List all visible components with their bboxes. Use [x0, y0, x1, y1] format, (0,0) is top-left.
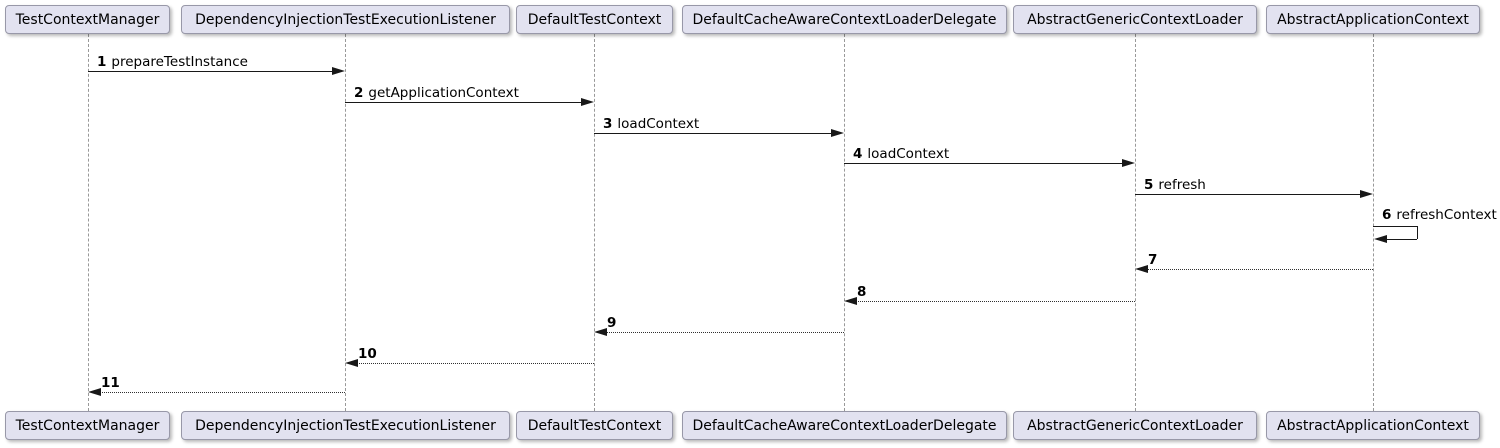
arrowhead-left-icon — [844, 297, 857, 305]
message-text: loadContext — [617, 116, 700, 132]
participant-top-dependencyinjectiontestexecutionlistener: DependencyInjectionTestExecutionListener — [181, 5, 510, 34]
participant-label: DefaultCacheAwareContextLoaderDelegate — [692, 11, 997, 28]
message-number: 5 — [1144, 177, 1154, 193]
message-line-1 — [88, 71, 333, 72]
message-line-2 — [345, 102, 582, 103]
message-number: 6 — [1382, 207, 1392, 223]
lifeline-dependencyinjectiontestexecutionlistener — [345, 34, 346, 411]
message-line-5 — [1135, 194, 1361, 195]
message-number: 7 — [1148, 252, 1158, 268]
message-line-10 — [356, 363, 594, 364]
participant-label: TestContextManager — [15, 11, 160, 28]
participant-label: AbstractApplicationContext — [1277, 11, 1469, 28]
message-text: loadContext — [867, 146, 950, 162]
participant-bottom-abstractgenericcontextloader: AbstractGenericContextLoader — [1013, 411, 1257, 440]
message-number: 9 — [607, 315, 617, 331]
message-label-7: 7 — [1148, 252, 1162, 268]
participant-top-testcontextmanager: TestContextManager — [5, 5, 170, 34]
message-label-10: 10 — [358, 346, 382, 362]
participant-top-abstractgenericcontextloader: AbstractGenericContextLoader — [1013, 5, 1257, 34]
lifeline-abstractapplicationcontext — [1373, 34, 1374, 411]
participant-label: DependencyInjectionTestExecutionListener — [195, 11, 496, 28]
lifeline-defaulttestcontext — [594, 34, 595, 411]
arrowhead-left-icon — [1374, 235, 1387, 243]
lifeline-abstractgenericcontextloader — [1135, 34, 1136, 411]
participant-bottom-dependencyinjectiontestexecutionlistener: DependencyInjectionTestExecutionListener — [181, 411, 510, 440]
message-number: 1 — [97, 54, 107, 70]
lifeline-defaultcacheawarecontextloaderdelegate — [844, 34, 845, 411]
message-line-9 — [605, 332, 844, 333]
participant-bottom-defaulttestcontext: DefaultTestContext — [516, 411, 673, 440]
message-line-4 — [844, 163, 1123, 164]
message-line-3 — [594, 133, 832, 134]
message-line-7 — [1146, 269, 1373, 270]
lifeline-testcontextmanager — [88, 34, 89, 411]
message-text: prepareTestInstance — [111, 54, 248, 70]
message-label-11: 11 — [101, 375, 125, 391]
message-line-8 — [855, 301, 1135, 302]
participant-top-abstractapplicationcontext: AbstractApplicationContext — [1266, 5, 1480, 34]
participant-label: DefaultTestContext — [527, 11, 662, 28]
participant-label: AbstractGenericContextLoader — [1027, 417, 1243, 434]
message-text: getApplicationContext — [368, 85, 519, 101]
arrowhead-left-icon — [594, 328, 607, 336]
participant-label: DefaultCacheAwareContextLoaderDelegate — [692, 417, 997, 434]
message-number: 4 — [853, 146, 863, 162]
message-text: refresh — [1158, 177, 1206, 193]
participant-label: DependencyInjectionTestExecutionListener — [195, 417, 496, 434]
arrowhead-left-icon — [88, 388, 101, 396]
arrowhead-right-icon — [581, 98, 594, 106]
participant-bottom-abstractapplicationcontext: AbstractApplicationContext — [1266, 411, 1480, 440]
participant-label: AbstractGenericContextLoader — [1027, 11, 1243, 28]
message-number: 3 — [603, 116, 613, 132]
participant-top-defaultcacheawarecontextloaderdelegate: DefaultCacheAwareContextLoaderDelegate — [682, 5, 1007, 34]
self-message-right-line — [1417, 226, 1418, 239]
arrowhead-right-icon — [831, 129, 844, 137]
participant-label: DefaultTestContext — [527, 417, 662, 434]
participant-bottom-testcontextmanager: TestContextManager — [5, 411, 170, 440]
arrowhead-right-icon — [1360, 190, 1373, 198]
message-label-9: 9 — [607, 315, 621, 331]
message-text: refreshContext — [1396, 207, 1497, 223]
participant-label: AbstractApplicationContext — [1277, 417, 1469, 434]
arrowhead-right-icon — [332, 67, 345, 75]
message-number: 10 — [358, 346, 377, 362]
message-line-11 — [99, 392, 345, 393]
message-label-8: 8 — [857, 284, 871, 300]
participant-top-defaulttestcontext: DefaultTestContext — [516, 5, 673, 34]
message-number: 2 — [354, 85, 364, 101]
message-number: 11 — [101, 375, 120, 391]
arrowhead-left-icon — [345, 359, 358, 367]
message-number: 8 — [857, 284, 867, 300]
arrowhead-right-icon — [1122, 159, 1135, 167]
self-message-bottom-line — [1384, 239, 1417, 240]
participant-label: TestContextManager — [15, 417, 160, 434]
self-message-top-line — [1373, 226, 1418, 227]
arrowhead-left-icon — [1135, 265, 1148, 273]
participant-bottom-defaultcacheawarecontextloaderdelegate: DefaultCacheAwareContextLoaderDelegate — [682, 411, 1007, 440]
